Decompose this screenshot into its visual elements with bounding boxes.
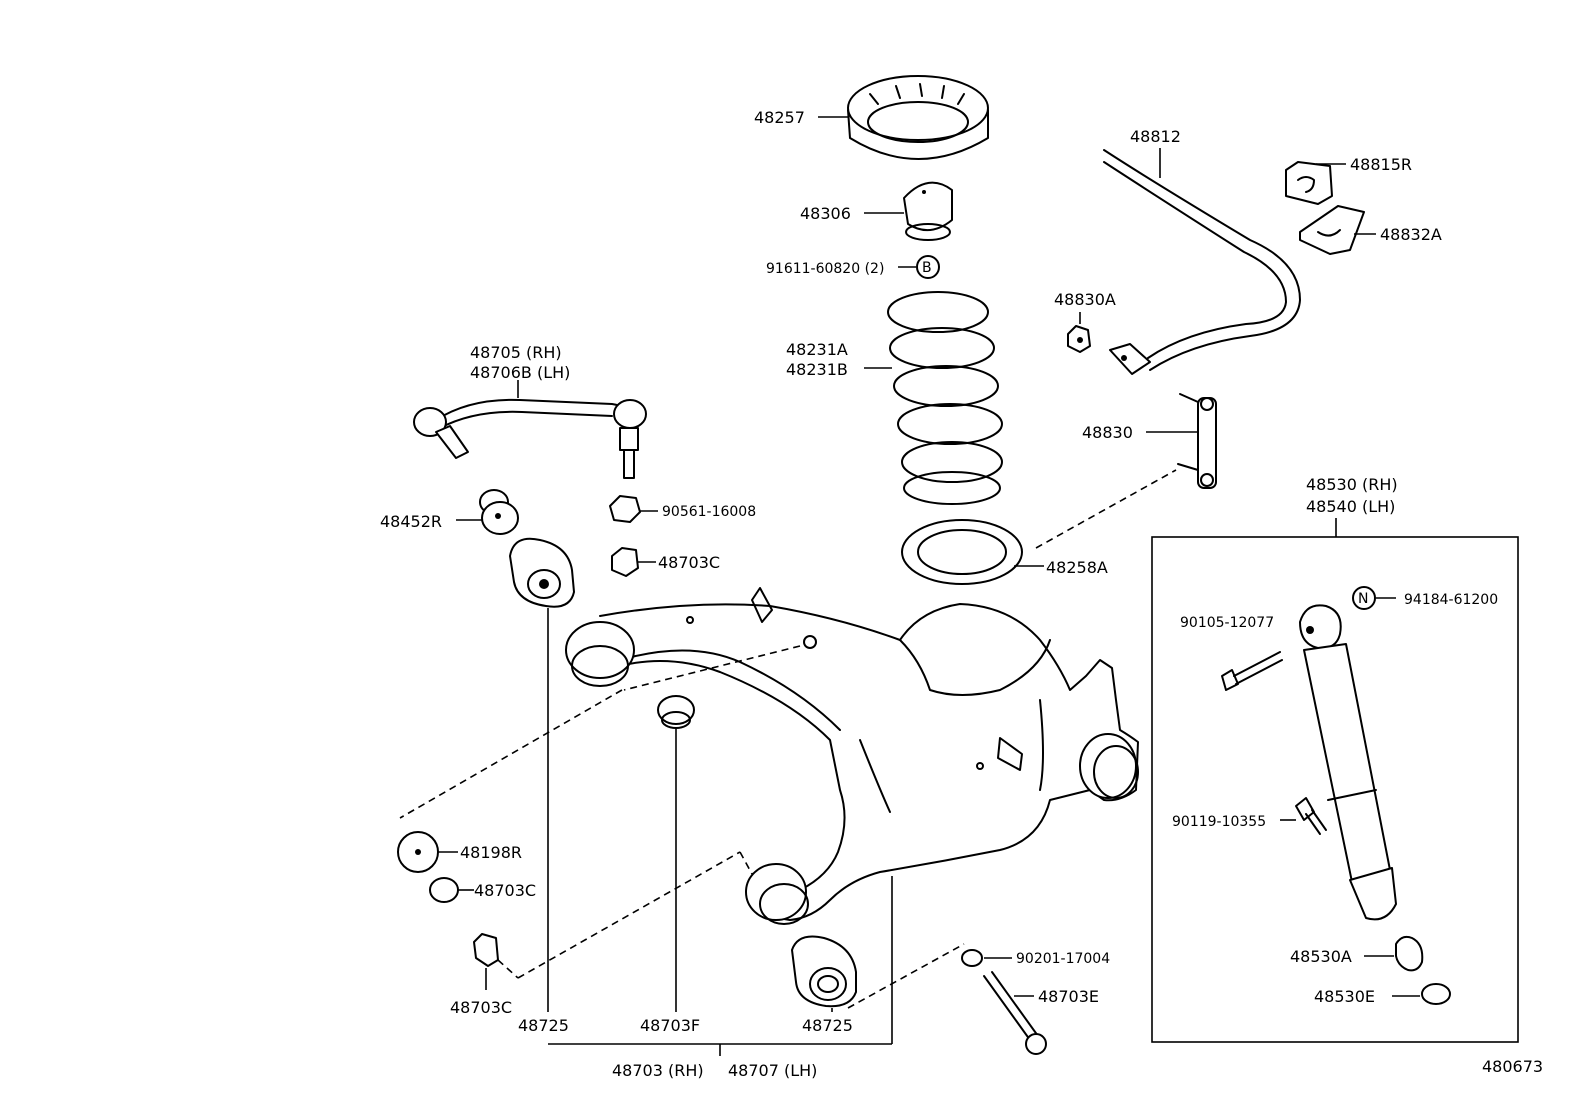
shock-absorber-group-box bbox=[1151, 536, 1519, 1043]
label-48812: 48812 bbox=[1130, 127, 1181, 146]
bolt-48703e bbox=[983, 971, 1047, 1055]
nut-48830a bbox=[1067, 325, 1091, 353]
label-48725-right: 48725 bbox=[802, 1016, 853, 1035]
washer-48530e bbox=[1421, 983, 1451, 1005]
upper-control-arm-48705 bbox=[413, 398, 647, 479]
label-90561-16008: 90561-16008 bbox=[662, 504, 756, 520]
marker-n: N bbox=[1358, 591, 1368, 607]
label-90105-12077: 90105-12077 bbox=[1180, 615, 1274, 631]
label-90201-17004: 90201-17004 bbox=[1016, 951, 1110, 967]
cam-48703c-mid bbox=[429, 877, 459, 903]
coil-spring-48231 bbox=[887, 291, 1003, 505]
upper-spring-seat-48257 bbox=[847, 75, 989, 160]
cam-plate-48198r bbox=[397, 831, 439, 873]
label-48540-lh: 48540 (LH) bbox=[1306, 497, 1395, 516]
diagram-id: 480673 bbox=[1482, 1057, 1543, 1076]
label-48257: 48257 bbox=[754, 108, 805, 127]
label-48703c-low: 48703C bbox=[450, 998, 512, 1017]
label-48703f: 48703F bbox=[640, 1016, 700, 1035]
label-48703-rh: 48703 (RH) bbox=[612, 1061, 704, 1080]
marker-b: B bbox=[922, 260, 932, 276]
label-48231a: 48231A bbox=[786, 340, 848, 359]
stabilizer-link-48830 bbox=[1177, 393, 1217, 489]
label-48705: 48705 (RH) bbox=[470, 343, 562, 362]
label-48231b: 48231B bbox=[786, 360, 848, 379]
label-48706b: 48706B (LH) bbox=[470, 363, 570, 382]
label-48452r: 48452R bbox=[380, 512, 442, 531]
label-48306: 48306 bbox=[800, 204, 851, 223]
label-48703e: 48703E bbox=[1038, 987, 1099, 1006]
label-48530e: 48530E bbox=[1314, 987, 1375, 1006]
label-48530a: 48530A bbox=[1290, 947, 1352, 966]
bushing-48725-right bbox=[791, 935, 857, 1008]
lower-control-arm bbox=[565, 587, 1139, 925]
bump-stopper-48306 bbox=[903, 181, 953, 241]
label-48258a: 48258A bbox=[1046, 558, 1108, 577]
stabilizer-bracket-48832a bbox=[1299, 205, 1365, 255]
nut-48703c-low bbox=[473, 933, 499, 967]
label-90119-10355: 90119-10355 bbox=[1172, 814, 1266, 830]
shock-absorber-48530 bbox=[1299, 604, 1397, 921]
bushing-48725-left bbox=[509, 537, 575, 608]
label-48707-lh: 48707 (LH) bbox=[728, 1061, 817, 1080]
label-48703c-top: 48703C bbox=[658, 553, 720, 572]
label-48832a: 48832A bbox=[1380, 225, 1442, 244]
bolt-90561-16008 bbox=[609, 495, 641, 523]
lower-spring-insulator-48258a bbox=[901, 519, 1023, 585]
label-48198r: 48198R bbox=[460, 843, 522, 862]
nut-48703c-top bbox=[611, 547, 639, 577]
label-91611-60820: 91611-60820 (2) bbox=[766, 261, 884, 277]
label-48530-rh: 48530 (RH) bbox=[1306, 475, 1398, 494]
bolt-90105-12077 bbox=[1221, 651, 1283, 691]
label-48815r: 48815R bbox=[1350, 155, 1412, 174]
washer-90201-17004 bbox=[961, 949, 983, 967]
label-48830: 48830 bbox=[1082, 423, 1133, 442]
bushing-48530a bbox=[1395, 935, 1424, 972]
stabilizer-bushing-48815r bbox=[1285, 161, 1333, 205]
bushing-48452r bbox=[479, 489, 519, 535]
label-48703c-mid: 48703C bbox=[474, 881, 536, 900]
stabilizer-bar-48812 bbox=[1103, 149, 1301, 375]
plug-48703f bbox=[657, 695, 695, 729]
label-48725-left: 48725 bbox=[518, 1016, 569, 1035]
label-94184-61200: 94184-61200 bbox=[1404, 592, 1498, 608]
bolt-90119-10355 bbox=[1295, 797, 1327, 835]
label-48830a: 48830A bbox=[1054, 290, 1116, 309]
